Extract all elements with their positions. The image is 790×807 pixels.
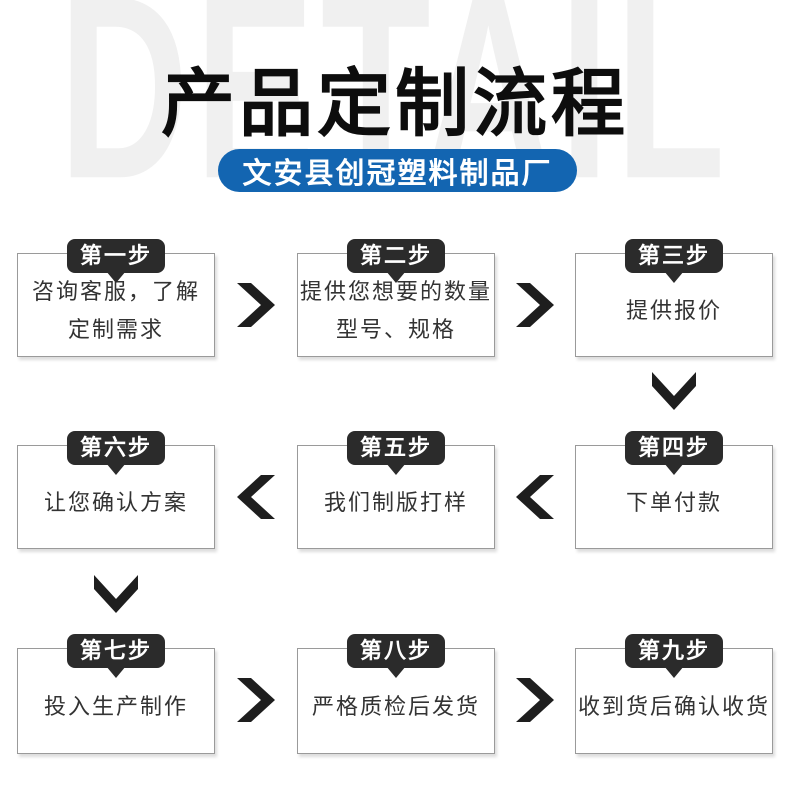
step-5-tag: 第五步 xyxy=(346,431,446,465)
step-3-tag: 第三步 xyxy=(624,239,724,273)
step-2-line-1: 提供您想要的数量 xyxy=(299,279,492,304)
step-7-box: 第七步 投入生产制作 xyxy=(17,634,215,754)
step-1-box: 第一步 咨询客服，了解 定制需求 xyxy=(17,239,215,357)
step-8-text: 严格质检后发货 xyxy=(312,676,480,726)
step-2-box: 第二步 提供您想要的数量 型号、规格 xyxy=(297,239,495,357)
step-8-box: 第八步 严格质检后发货 xyxy=(297,634,495,754)
arrow-right-icon xyxy=(237,283,275,327)
step-2-tag: 第二步 xyxy=(346,239,446,273)
step-6-text: 让您确认方案 xyxy=(44,472,188,522)
arrow-right-icon xyxy=(516,678,554,722)
step-9-box: 第九步 收到货后确认收货 xyxy=(575,634,773,754)
step-5-line-1: 我们制版打样 xyxy=(323,490,468,515)
step-2-line-2: 型号、规格 xyxy=(335,317,456,342)
step-6-box: 第六步 让您确认方案 xyxy=(17,431,215,549)
step-1-line-1: 咨询客服，了解 xyxy=(31,279,200,304)
arrow-down-icon xyxy=(94,575,138,613)
step-3-line-1: 提供报价 xyxy=(625,298,722,323)
step-3-text: 提供报价 xyxy=(626,280,722,330)
arrow-right-icon xyxy=(516,283,554,327)
step-1-line-2: 定制需求 xyxy=(67,317,164,342)
step-4-text: 下单付款 xyxy=(626,472,722,522)
step-7-text: 投入生产制作 xyxy=(44,676,188,726)
step-6-line-1: 让您确认方案 xyxy=(43,490,188,515)
step-3-box: 第三步 提供报价 xyxy=(575,239,773,357)
page-title: 产品定制流程 xyxy=(161,62,629,145)
factory-name-banner: 文安县创冠塑料制品厂 xyxy=(218,149,577,192)
step-9-tag: 第九步 xyxy=(624,634,724,668)
step-9-line-1: 收到货后确认收货 xyxy=(577,694,770,719)
step-1-text: 咨询客服，了解 定制需求 xyxy=(32,261,200,349)
arrow-right-icon xyxy=(237,678,275,722)
arrow-down-icon xyxy=(652,372,696,410)
step-5-box: 第五步 我们制版打样 xyxy=(297,431,495,549)
step-2-text: 提供您想要的数量 型号、规格 xyxy=(300,261,492,349)
step-4-line-1: 下单付款 xyxy=(625,490,722,515)
step-9-text: 收到货后确认收货 xyxy=(578,676,770,726)
step-7-tag: 第七步 xyxy=(66,634,166,668)
step-4-tag: 第四步 xyxy=(624,431,724,465)
step-8-tag: 第八步 xyxy=(346,634,446,668)
step-8-line-1: 严格质检后发货 xyxy=(311,694,480,719)
step-7-line-1: 投入生产制作 xyxy=(43,694,188,719)
step-6-tag: 第六步 xyxy=(66,431,166,465)
step-1-tag: 第一步 xyxy=(66,239,166,273)
detail-watermark-text: DETAIL xyxy=(58,0,732,234)
step-5-text: 我们制版打样 xyxy=(324,472,468,522)
arrow-left-icon xyxy=(237,475,275,519)
arrow-left-icon xyxy=(516,475,554,519)
step-4-box: 第四步 下单付款 xyxy=(575,431,773,549)
